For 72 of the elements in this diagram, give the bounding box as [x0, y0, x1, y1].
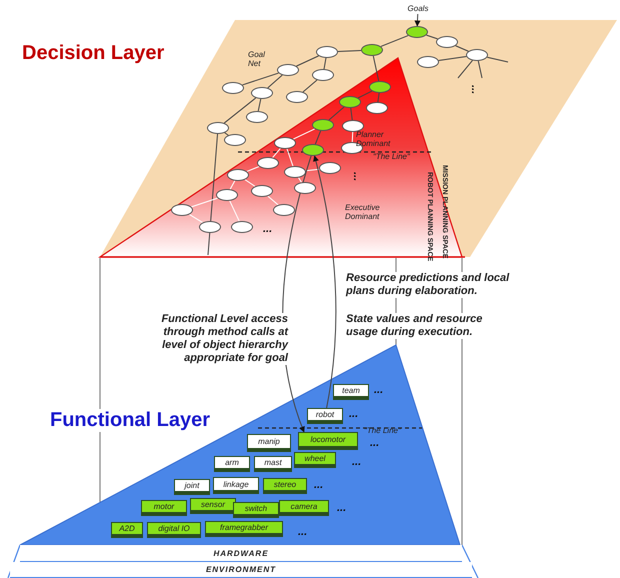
connector-line: [267, 74, 283, 88]
ellipsis-mark: ...: [298, 527, 308, 537]
class-box: camera: [279, 500, 329, 516]
connector-line: [486, 56, 508, 62]
connector-line: [208, 134, 218, 256]
goals-label: Goals: [404, 2, 432, 14]
connector-line: [337, 50, 362, 52]
connector-line: [229, 200, 240, 222]
connector-line: [258, 98, 262, 112]
region-label: Executive Dominant: [345, 203, 381, 221]
connector-line: [324, 57, 326, 70]
class-box: framegrabber: [205, 521, 283, 537]
class-box: joint: [174, 479, 210, 495]
connector-line: [372, 55, 380, 82]
class-box: locomotor: [298, 432, 358, 450]
connector-line: [377, 92, 380, 103]
connector-line: [224, 97, 256, 124]
class-box: team: [333, 384, 369, 400]
ellipsis-mark: ...: [337, 503, 346, 513]
connector-line: [455, 45, 469, 52]
ellipsis-mark: ...: [352, 457, 362, 467]
class-box: linkage: [213, 477, 259, 494]
class-box: digital IO: [147, 522, 201, 538]
connector-line: [438, 56, 467, 61]
ellipsis-mark: ...: [349, 409, 358, 419]
connector-line: [314, 130, 322, 145]
ellipsis-mark: ...: [263, 224, 272, 234]
layer-title: Decision Layer: [22, 42, 164, 65]
class-box: robot: [307, 408, 343, 424]
connector-line: [296, 55, 320, 67]
connector-line: [286, 148, 294, 167]
arrow: [414, 14, 420, 27]
connector-line: [246, 166, 260, 172]
class-box: stereo: [263, 478, 307, 494]
connector-line: [352, 132, 354, 142]
connector-line: [426, 34, 438, 40]
class-box: motor: [141, 500, 187, 516]
connector-line: [242, 72, 280, 86]
class-box: mast: [254, 456, 292, 472]
connector-line: [478, 60, 482, 78]
connector-line: [244, 179, 256, 187]
connector-line: [302, 80, 318, 92]
connector-line: [305, 168, 320, 172]
layer-band: ENVIRONMENT: [10, 562, 472, 578]
connector-line: [188, 214, 204, 224]
ellipsis-mark: ...: [370, 438, 380, 448]
connector-line: [267, 196, 279, 206]
region-label: Goal Net: [248, 50, 266, 68]
class-box: manip: [247, 434, 291, 452]
region-label: Planner Dominant: [356, 130, 392, 148]
connector-line: [458, 60, 473, 78]
class-box: arm: [214, 456, 250, 472]
ellipsis-mark: ...: [374, 385, 384, 395]
layer-title: Functional Layer: [50, 409, 210, 432]
class-box: switch: [233, 502, 279, 518]
ellipsis-mark: ...: [470, 85, 480, 94]
arrow: [312, 155, 336, 408]
connector-line: [292, 128, 316, 140]
connector-line: [350, 107, 353, 121]
class-box: wheel: [294, 452, 336, 468]
layer-band: HARDWARE: [20, 545, 462, 562]
connector-line: [190, 198, 218, 208]
connector-line: [328, 106, 345, 120]
region-label: "The Line": [373, 152, 410, 161]
class-box: A2D: [111, 522, 143, 538]
connector-line: [272, 148, 281, 158]
ellipsis-mark: ...: [314, 480, 324, 490]
class-box: sensor: [190, 498, 236, 514]
connector-line: [358, 90, 372, 98]
ellipsis-mark: ...: [352, 172, 362, 182]
connector-line: [380, 35, 409, 47]
connector-line: [230, 180, 236, 190]
